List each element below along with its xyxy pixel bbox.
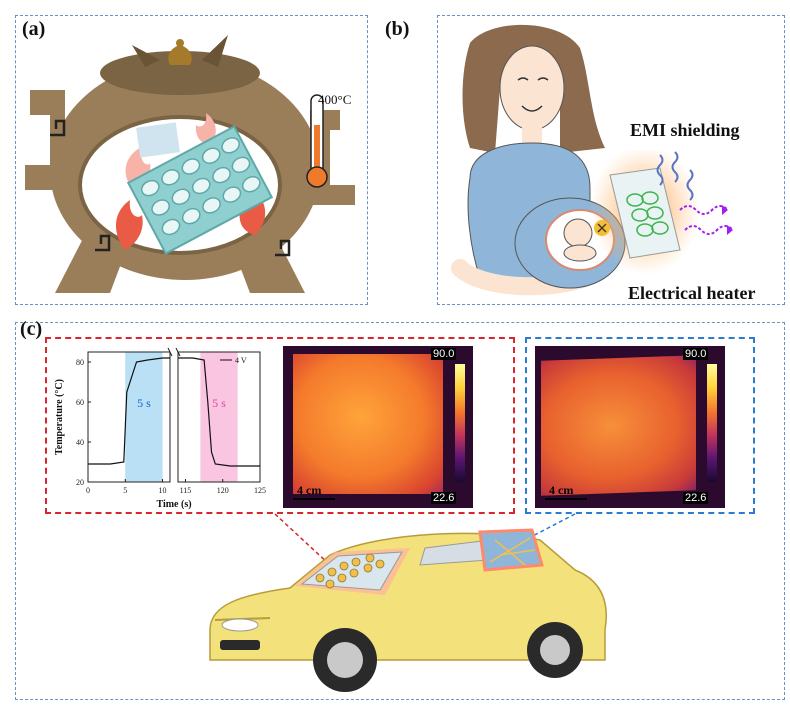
temperature-label: 400°C bbox=[318, 92, 352, 107]
hair bbox=[462, 24, 605, 153]
panel-c bbox=[15, 322, 785, 700]
furnace-lid bbox=[100, 51, 260, 95]
series-line bbox=[178, 357, 260, 467]
face bbox=[499, 45, 565, 131]
series-line bbox=[88, 357, 170, 465]
thermal-image-1: 90.0 22.6 4 cm bbox=[283, 346, 473, 508]
colorbar-min-label: 22.6 bbox=[431, 492, 457, 504]
heater-film bbox=[609, 167, 681, 259]
panel-c-label: (c) bbox=[20, 318, 43, 340]
thermal-hot-region bbox=[293, 354, 443, 494]
colorbar-max-label: 90.0 bbox=[683, 348, 709, 360]
foam-sample bbox=[136, 122, 180, 158]
car-illustration bbox=[209, 513, 607, 692]
x-axis-label: Time (s) bbox=[156, 499, 191, 510]
x-tick-label: 5 bbox=[123, 486, 127, 495]
emi-waves bbox=[656, 151, 694, 201]
y-tick-label: 60 bbox=[76, 398, 84, 407]
legend-label: 4 V bbox=[235, 356, 247, 365]
thermal-hot-region bbox=[541, 355, 696, 496]
blue-inset-box bbox=[525, 337, 755, 514]
red-inset-box bbox=[45, 337, 515, 514]
swirl-decoration bbox=[50, 119, 66, 137]
connector-line-red bbox=[274, 513, 331, 566]
mesh-pattern bbox=[626, 191, 669, 237]
colorbar-min-label: 22.6 bbox=[683, 492, 709, 504]
axis-frame bbox=[87, 351, 171, 483]
scale-label: 4 cm bbox=[297, 483, 322, 497]
lid-knob bbox=[168, 45, 192, 65]
flame-icon bbox=[195, 113, 216, 145]
scale-bar bbox=[545, 498, 587, 500]
panel-a-label: (a) bbox=[22, 18, 46, 40]
highlight-region bbox=[200, 352, 238, 482]
heater-film-illustration bbox=[590, 150, 734, 275]
x-tick-label: 120 bbox=[217, 486, 229, 495]
scale-bar bbox=[293, 498, 335, 500]
colorbar bbox=[707, 364, 717, 482]
x-tick-label: 10 bbox=[159, 486, 167, 495]
swirl-decoration bbox=[95, 234, 111, 252]
axis-frame bbox=[177, 351, 261, 483]
colorbar bbox=[455, 364, 465, 482]
flame-icon bbox=[115, 200, 143, 250]
wave-arrow bbox=[679, 205, 729, 215]
temperature-chart: 5 s 5 s 20 40 60 80 0 5 10 115 120 125 4 V Time (s) Te… bbox=[54, 347, 266, 510]
highlight-region bbox=[125, 352, 163, 482]
emi-shielding-label: EMI shielding bbox=[630, 120, 740, 140]
y-tick-label: 20 bbox=[76, 478, 84, 487]
duration-label: 5 s bbox=[137, 396, 151, 410]
swirl-decoration bbox=[275, 239, 291, 257]
x-tick-label: 125 bbox=[254, 486, 266, 495]
x-tick-label: 0 bbox=[86, 486, 90, 495]
axis-break bbox=[167, 347, 181, 357]
panel-b-label: (b) bbox=[385, 18, 410, 40]
lid-horns bbox=[132, 35, 228, 67]
colorbar-max-label: 90.0 bbox=[431, 348, 457, 360]
y-tick-label: 80 bbox=[76, 358, 84, 367]
wave-arrow bbox=[684, 225, 734, 235]
electrical-heater-label: Electrical heater bbox=[628, 283, 756, 303]
x-tick-label: 115 bbox=[180, 486, 192, 495]
thermal-image-2: 90.0 22.6 4 cm bbox=[535, 346, 725, 508]
mesh-sample bbox=[126, 125, 274, 255]
panel-b bbox=[437, 15, 785, 305]
y-tick-label: 40 bbox=[76, 438, 84, 447]
scale-label: 4 cm bbox=[549, 483, 574, 497]
panel-a bbox=[15, 15, 368, 305]
y-axis-label: Temperature (°C) bbox=[54, 379, 65, 455]
furnace-illustration bbox=[25, 35, 355, 293]
connector-line-blue bbox=[524, 513, 576, 541]
duration-label: 5 s bbox=[212, 396, 226, 410]
